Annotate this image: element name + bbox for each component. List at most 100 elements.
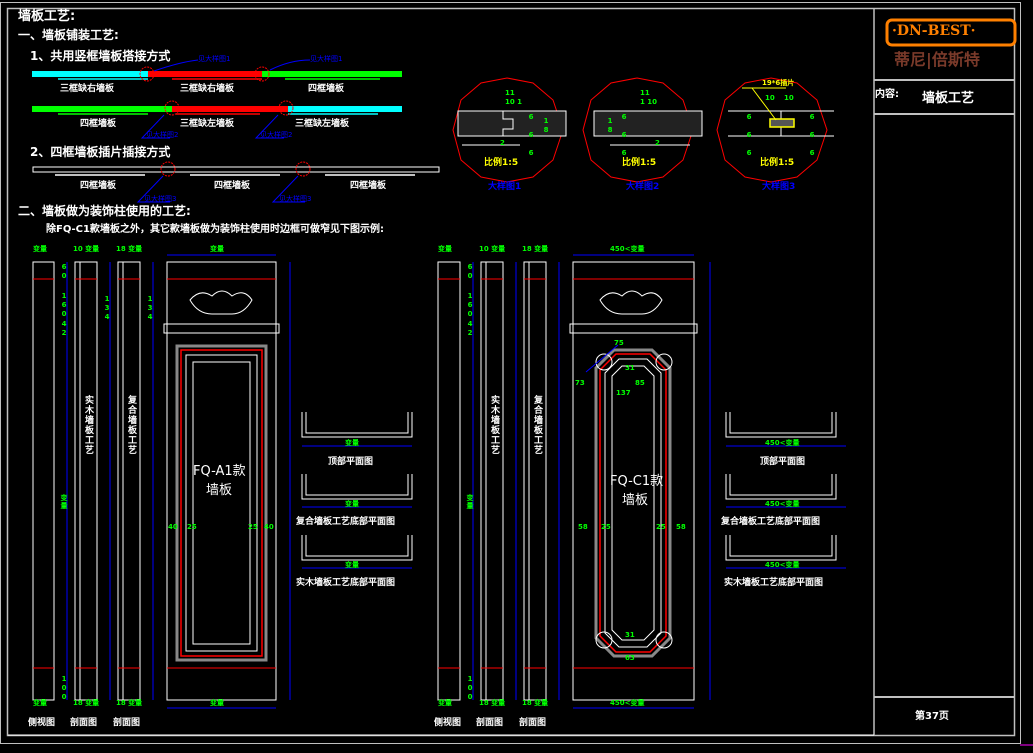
detail-3-dim-d: 6 6 6	[808, 113, 816, 158]
panel-a-side-dim-160: 160	[60, 292, 68, 319]
detail-1-dim-e: 2	[500, 139, 505, 147]
panel-a-top-dim-4: 变量	[210, 245, 224, 253]
panel-a-plan-1-label: 顶部平面图	[328, 457, 374, 467]
detail-1-dim-b: 10 1	[505, 98, 523, 106]
callout-bottom-1: 见大样图2	[146, 131, 179, 139]
panel-c-view-label-2: 剖面图	[476, 718, 504, 728]
page-number: 第37页	[915, 711, 949, 722]
panel-a-side-dim-60: 60	[60, 263, 68, 281]
panel-c-plan-3-label: 实木墙板工艺底部平面图	[724, 578, 824, 588]
panel-c-top-dim-1: 变量	[438, 245, 452, 253]
sheet-title: 墙板工艺:	[18, 9, 76, 24]
row2-label-1: 四框墙板	[80, 119, 117, 129]
detail-3-dim-c: 6 6 6	[745, 113, 753, 158]
panel-c-plan-2-dim: 450<变量	[765, 500, 800, 508]
panel-joint-row-2	[32, 100, 402, 139]
panel-c-drawings	[437, 261, 698, 701]
panel-c-top-dim-4: 450<变量	[610, 245, 645, 253]
panel-a-bottom-dim-2: 18 变量	[73, 699, 100, 707]
panel-c-top-dim-3: 18 变量	[522, 245, 549, 253]
sub-2-heading: 2、四框墙板插片插接方式	[30, 145, 171, 159]
panel-a-side-dim-100: 100	[60, 675, 68, 702]
panel-c-inner-dim-31: 31	[625, 364, 635, 372]
panel-c-top-dim-2: 10 变量	[479, 245, 506, 253]
panel-a-inner-dim-4: 40	[264, 523, 274, 531]
panel-a-dim-lines	[66, 254, 291, 709]
panel-a-view-label-2: 剖面图	[70, 718, 98, 728]
detail-2-scale: 比例1:5	[622, 158, 657, 168]
panel-c-bottom-dim-3: 18 变量	[522, 699, 549, 707]
panel-a-plan-2-label: 复合墙板工艺底部平面图	[296, 517, 396, 527]
panel-c-view-label-1: 侧视图	[434, 718, 462, 728]
panel-c-vertical-label-2: 复合墙板工艺	[532, 395, 542, 455]
content-value: 墙板工艺	[922, 91, 975, 106]
panel-a-drawings	[32, 261, 280, 701]
panel-a-side-dim-var: 变量	[60, 494, 68, 510]
detail-3-drawing	[716, 77, 834, 183]
panel-c-inner-dim-85: 85	[635, 379, 645, 387]
panel-a-vertical-label-1: 实木墙板工艺	[83, 395, 93, 455]
panel-c-side-dim-100: 100	[466, 675, 474, 702]
panel-c-inner-dim-137: 137	[616, 389, 631, 397]
panel-joint-row-1	[32, 59, 402, 82]
detail-2-dim-d: 18	[606, 117, 614, 135]
panel-a-plan-1-dim: 变量	[345, 439, 359, 447]
panel-a-plan-views	[301, 412, 413, 569]
detail-1-dim-c: 6 6 6	[527, 113, 535, 158]
panel-a-vertical-label-2: 复合墙板工艺	[126, 395, 136, 455]
row2-label-2: 三框缺左墙板	[180, 119, 235, 129]
panel-c-plan-2-label: 复合墙板工艺底部平面图	[721, 517, 821, 527]
callout-bottom-2: 见大样图2	[260, 131, 293, 139]
detail-3-dim-b: 10	[784, 94, 794, 102]
panel-a-top-dim-1: 变量	[33, 245, 47, 253]
callout-top-2: 见大样图1	[310, 55, 343, 63]
panel-a-model: FQ-A1款	[193, 464, 246, 479]
panel-c-inner-dim-1: 58	[578, 523, 588, 531]
section-1-heading: 一、墙板铺装工艺:	[18, 28, 119, 42]
panel-a-bottom-dim-3: 18 变量	[116, 699, 143, 707]
section-2-heading: 二、墙板做为装饰柱使用的工艺:	[18, 204, 191, 218]
panel-a-plan-3-label: 实木墙板工艺底部平面图	[296, 578, 396, 588]
panel-c-inner-dim-75: 75	[614, 339, 624, 347]
insert-callout-2: 见大样图3	[279, 195, 312, 203]
detail-2-dim-b: 1 10	[640, 98, 658, 106]
panel-a-plan-2-dim: 变量	[345, 500, 359, 508]
insert-label-3: 四框墙板	[350, 181, 387, 191]
insert-label-2: 四框墙板	[214, 181, 251, 191]
panel-a-top-dim-2: 10 变量	[73, 245, 100, 253]
row2-label-3: 三框缺左墙板	[295, 119, 350, 129]
panel-c-model: FQ-C1款	[610, 474, 664, 489]
detail-3-scale: 比例1:5	[760, 158, 795, 168]
panel-a-side-dim-134: 134	[103, 295, 111, 322]
panel-c-inner-dim-3: 25	[656, 523, 666, 531]
panel-c-plan-views	[725, 412, 846, 569]
detail-3-title: 大样图3	[762, 182, 796, 192]
detail-2-dim-a: 11	[640, 89, 650, 97]
detail-1-drawing	[452, 77, 567, 183]
panel-a-inner-dim-2: 25	[187, 523, 197, 531]
logo	[885, 18, 1017, 47]
content-label: 内容:	[875, 89, 899, 100]
panel-c-inner-dim-73: 73	[575, 379, 585, 387]
detail-2-dim-e: 2	[655, 139, 660, 147]
row1-label-3: 四框墙板	[308, 84, 345, 94]
panel-a-plan-3-dim: 变量	[345, 561, 359, 569]
panel-c-dim-lines	[472, 254, 711, 709]
panel-c-inner-dim-63: 63	[625, 654, 635, 662]
panel-c-bottom-dim-1: 变量	[438, 699, 452, 707]
detail-1-title: 大样图1	[488, 182, 522, 192]
panel-a-model-2: 墙板	[206, 483, 233, 498]
row1-label-1: 三框缺右墙板	[60, 84, 115, 94]
panel-c-side-dim-var: 变量	[466, 494, 474, 510]
insert-label-1: 四框墙板	[80, 181, 117, 191]
detail-1-dim-a: 11	[505, 89, 515, 97]
detail-2-drawing	[582, 77, 703, 183]
panel-c-plan-1-dim: 450<变量	[765, 439, 800, 447]
detail-1-dim-d: 18	[542, 117, 550, 135]
detail-2-dim-c: 6 6 6	[620, 113, 628, 158]
panel-c-vertical-label-1: 实木墙板工艺	[489, 395, 499, 455]
panel-a-view-label-1: 侧视图	[28, 718, 56, 728]
panel-a-top-dim-3: 18 变量	[116, 245, 143, 253]
panel-a-bottom-dim-1: 变量	[33, 699, 47, 707]
